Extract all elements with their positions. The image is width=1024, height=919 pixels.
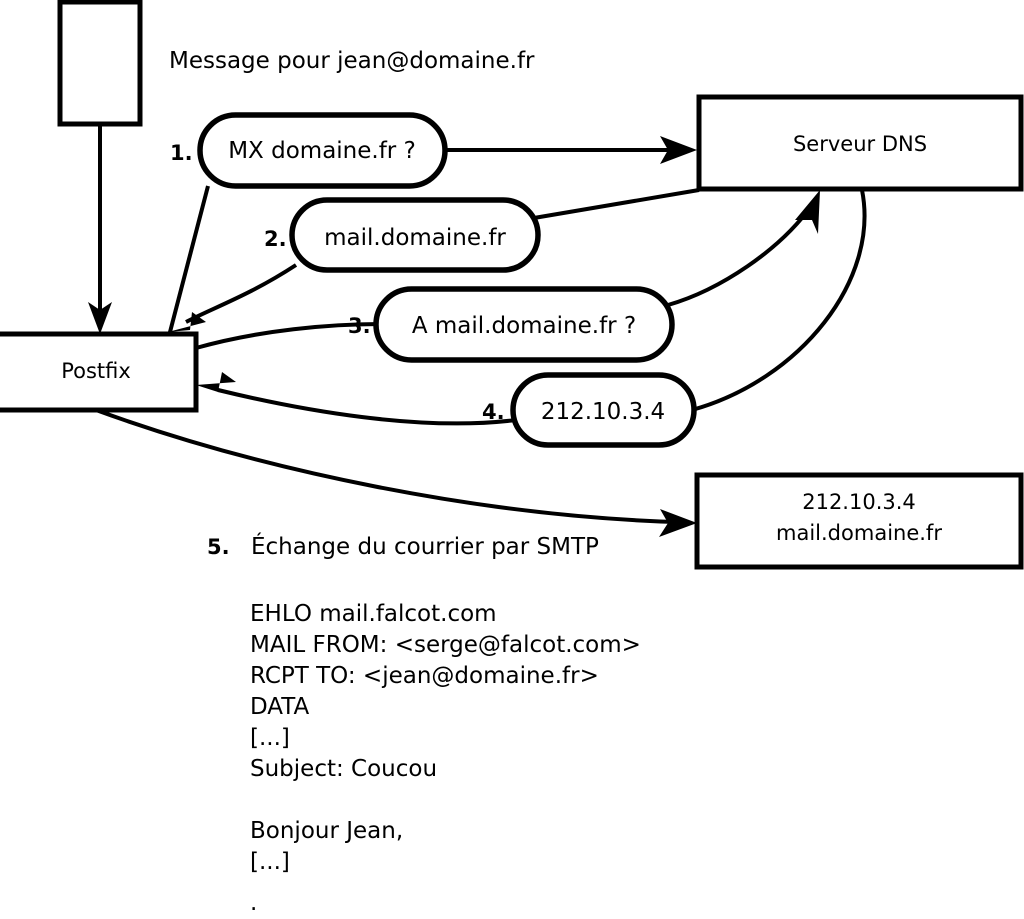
step-number-5: 5.	[207, 535, 230, 559]
bubble-step-3	[373, 286, 675, 363]
smtp-line-8: [...]	[250, 849, 290, 875]
page-title: Message pour jean@domaine.fr	[169, 48, 535, 74]
bubble-step-2	[289, 197, 541, 273]
bubble-step-1-label: MX domaine.fr ?	[228, 138, 416, 164]
edge-step2-to-postfix	[185, 263, 298, 324]
smtp-line-2: RCPT TO: <jean@domaine.fr>	[250, 663, 599, 689]
smtp-line-7: Bonjour Jean,	[250, 818, 403, 844]
step-5-caption: Échange du courrier par SMTP	[251, 532, 599, 560]
bubble-step-2-label: mail.domaine.fr	[324, 225, 506, 251]
edge-step1-origin	[168, 185, 210, 333]
bubble-step-1	[197, 112, 448, 189]
dns-server-box	[696, 94, 1024, 192]
edge-step4-from-dns	[691, 189, 867, 412]
dns-server-label: Serveur DNS	[793, 132, 927, 156]
smtp-line-5: Subject: Coucou	[250, 756, 437, 782]
step-number-2: 2.	[264, 227, 287, 251]
arrowhead-step5-smtp	[659, 509, 697, 537]
mail-server-ip: 212.10.3.4	[802, 490, 916, 514]
step-number-1: 1.	[170, 141, 193, 165]
mail-server-box	[694, 472, 1024, 570]
edge-step3-origin	[195, 322, 383, 350]
edge-step3-to-dns	[667, 203, 814, 307]
arrowhead-step1-to-dns	[660, 136, 697, 164]
source-client-box	[57, 0, 143, 127]
step-number-3: 3.	[348, 314, 371, 338]
arrowhead-step3-to-dns	[795, 190, 820, 234]
edge-step4-to-postfix	[217, 388, 517, 426]
edge-step2-from-dns	[527, 188, 700, 221]
bubble-step-3-label: A mail.domaine.fr ?	[412, 313, 636, 339]
arrowhead-source-to-postfix	[88, 302, 112, 334]
smtp-line-3: DATA	[250, 694, 310, 720]
bubble-step-4	[510, 372, 697, 448]
smtp-line-0: EHLO mail.falcot.com	[250, 601, 497, 627]
bubble-step-4-label: 212.10.3.4	[541, 399, 665, 425]
mail-server-hostname: mail.domaine.fr	[776, 521, 942, 545]
arrowhead-step2-to-postfix	[168, 312, 206, 332]
smtp-line-9: .	[250, 890, 257, 916]
postfix-label: Postfix	[61, 359, 131, 383]
edge-step5-smtp	[95, 408, 677, 524]
arrowhead-step4-to-postfix	[196, 372, 236, 392]
step-number-4: 4.	[482, 400, 505, 424]
smtp-line-1: MAIL FROM: <serge@falcot.com>	[250, 632, 641, 658]
smtp-line-4: [...]	[250, 725, 290, 751]
